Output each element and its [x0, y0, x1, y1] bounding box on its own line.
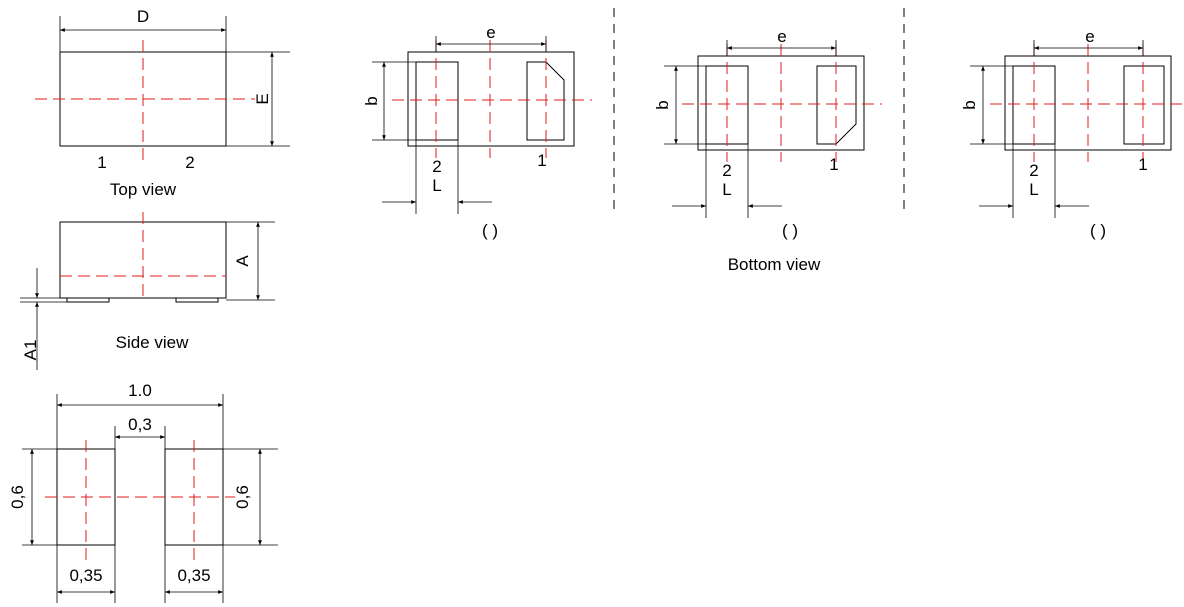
variant-2-dim-l-label: L	[722, 180, 731, 199]
top-view-pin1: 1	[97, 153, 106, 172]
variant-1-pin1: 1	[537, 151, 546, 170]
bottom-view-variant-2: e b 2 L 1 ( ) Bottom view	[653, 27, 882, 274]
variant-2-pin2: 2	[722, 161, 731, 180]
variant-2-dim-e-label: e	[777, 27, 786, 46]
variant-3-dim-e-label: e	[1085, 27, 1094, 46]
top-view-caption: Top view	[110, 180, 177, 199]
variant-1-pad-2	[415, 61, 459, 141]
dim-height-right-label: 0,6	[233, 485, 252, 509]
variant-3-label: ( )	[1090, 221, 1106, 240]
dim-width-label: 1.0	[128, 381, 152, 400]
variant-2-label: ( )	[782, 221, 798, 240]
variant-2-dim-b-label: b	[653, 100, 672, 109]
bottom-view-caption: Bottom view	[728, 255, 821, 274]
variant-1-label: ( )	[482, 221, 498, 240]
side-view-terminal-left	[66, 297, 110, 303]
top-view-pin2: 2	[185, 153, 194, 172]
top-view: D E 1 2 Top view	[35, 7, 290, 199]
dim-d-label: D	[137, 7, 149, 26]
variant-1-pad-1	[526, 61, 565, 141]
variant-3-dim-b-label: b	[960, 100, 979, 109]
variant-2-pad-1	[816, 65, 857, 145]
side-view-terminal-right	[175, 297, 219, 303]
bottom-view-variant-1: e b 2 L 1 ( )	[362, 23, 592, 240]
dim-a-label: A	[233, 255, 252, 267]
dim-e-label: E	[253, 93, 272, 104]
dim-a1-label: A1	[21, 340, 40, 361]
variant-3-pin1: 1	[1138, 155, 1147, 174]
dim-height-left-label: 0,6	[8, 485, 27, 509]
variant-3-pin2: 2	[1029, 161, 1038, 180]
variant-3-dim-l-label: L	[1029, 180, 1038, 199]
footprint: 1.0 0,3 0,6 0,6 0,35 0,35	[8, 381, 278, 603]
dim-pad-width-left-label: 0,35	[69, 566, 102, 585]
side-view-caption: Side view	[116, 333, 189, 352]
variant-3-pad-1	[1123, 65, 1165, 145]
bottom-view-variant-3: e b 2 L 1 ( )	[960, 27, 1184, 240]
variant-1-dim-e-label: e	[486, 23, 495, 42]
variant-1-body	[407, 51, 575, 147]
dim-gap-label: 0,3	[128, 415, 152, 434]
variant-1-dim-l-label: L	[432, 176, 441, 195]
side-view: A A1 Side view	[20, 212, 275, 370]
variant-1-dim-b-label: b	[362, 96, 381, 105]
variant-1-pin2: 2	[432, 157, 441, 176]
dim-pad-width-right-label: 0,35	[177, 566, 210, 585]
variant-2-pin1: 1	[829, 155, 838, 174]
